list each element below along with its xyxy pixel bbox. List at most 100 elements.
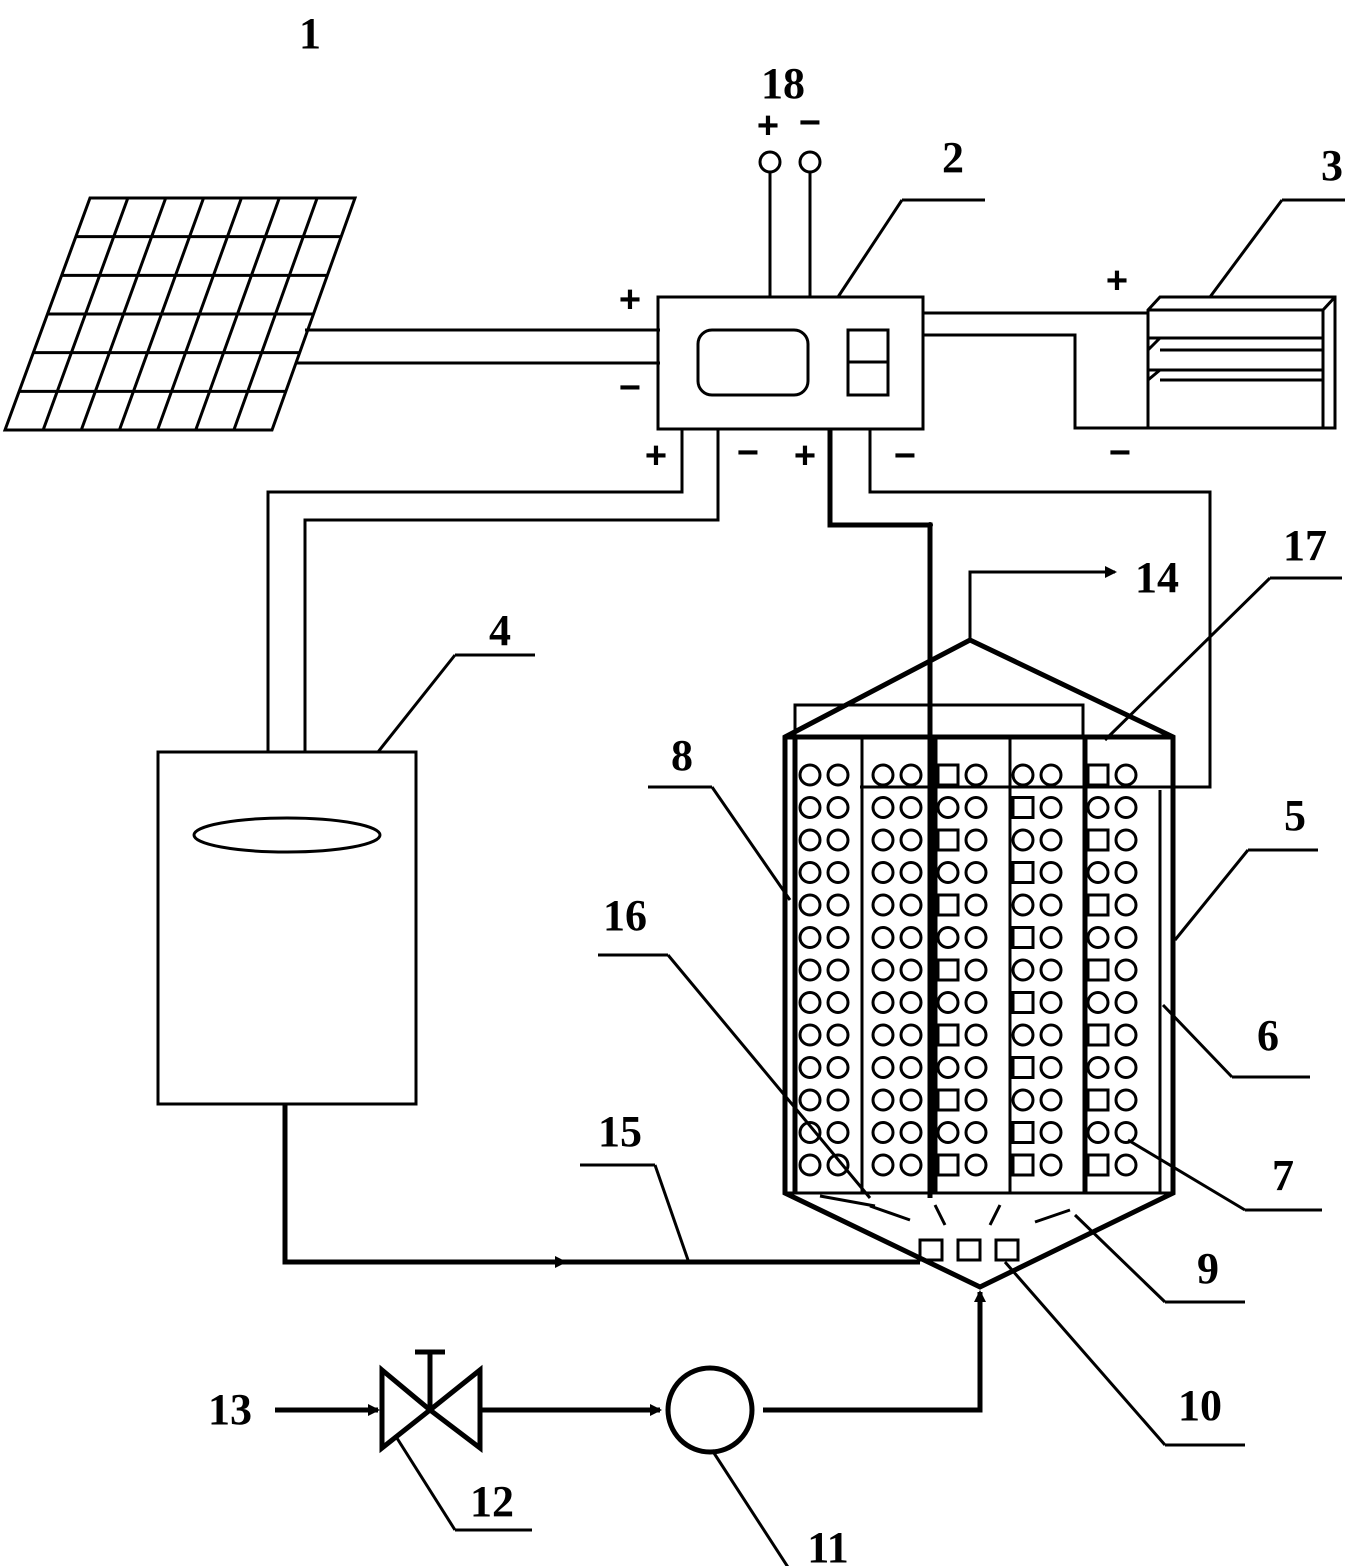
label-10: 10 (1178, 1381, 1222, 1430)
packing-circle (964, 1121, 988, 1144)
sign-terminal-plus: + (757, 105, 779, 147)
label-18: 18 (761, 59, 805, 108)
packing-circle (964, 893, 988, 917)
packing-circle (798, 1023, 822, 1047)
packing-circle (826, 1121, 850, 1144)
packing-circle (871, 1056, 895, 1079)
leader-2 (836, 199, 904, 298)
panel-col-line (232, 197, 319, 431)
valve-right-cone (425, 1364, 483, 1454)
packing-circle (798, 1056, 822, 1079)
packing-circle (964, 958, 988, 982)
packing-square (1086, 763, 1110, 787)
packing-circle (1011, 1088, 1035, 1112)
packing-circle (964, 926, 988, 949)
label-4: 4 (489, 606, 511, 655)
leader-12 (393, 1434, 457, 1531)
sign-terminal-minus: − (799, 102, 821, 144)
packing-circle (964, 1023, 988, 1047)
packing-circle (964, 1153, 988, 1177)
label-12: 12 (470, 1477, 514, 1526)
packing-circle (871, 1153, 895, 1177)
label-13: 13 (208, 1385, 252, 1434)
battery-body (1146, 295, 1337, 430)
packing-circle (871, 1088, 895, 1112)
sign-panel-plus: + (619, 279, 641, 321)
packing-circle (826, 796, 850, 819)
packing-square (1011, 796, 1035, 819)
packing-circle (964, 861, 988, 884)
reactor-wire-negative (860, 429, 1212, 789)
packing-circle (798, 763, 822, 787)
packing-circle (871, 893, 895, 917)
aerator-3 (994, 1238, 1020, 1262)
terminal-negative (798, 150, 822, 174)
packing-circle (1114, 796, 1138, 819)
packing-circle (1039, 1121, 1063, 1144)
packing-circle (1039, 828, 1063, 852)
packing-circle (871, 1023, 895, 1047)
tank-wire-positive (266, 429, 684, 752)
panel-col-line (79, 197, 168, 431)
leader-16 (666, 954, 872, 1199)
packing-circle (1039, 958, 1063, 982)
packing-circle (1011, 958, 1035, 982)
leader-4 (376, 654, 457, 753)
leader-17 (1103, 576, 1272, 742)
battery (1146, 295, 1337, 430)
packing-circle (936, 991, 960, 1014)
packing-circle (826, 1153, 850, 1177)
packing-square (1086, 828, 1110, 852)
controller (656, 295, 925, 431)
packing-circle (798, 926, 822, 949)
sign-tank-minus: − (737, 432, 759, 474)
packing-circle (899, 1121, 923, 1144)
packing-circle (798, 991, 822, 1014)
packing-circle (936, 1056, 960, 1079)
packing-circle (964, 991, 988, 1014)
spray-line-1 (819, 1194, 876, 1208)
packing-square (936, 958, 960, 982)
packing-square (936, 828, 960, 852)
label-1: 1 (299, 9, 321, 58)
packing-circle (826, 958, 850, 982)
packing-circle (826, 1056, 850, 1079)
leader-11 (710, 1449, 790, 1566)
label-5: 5 (1284, 791, 1306, 840)
packing-square (1011, 991, 1035, 1014)
gas-outlet (968, 566, 1117, 640)
packing-square (936, 1088, 960, 1112)
packing-circle (871, 1121, 895, 1144)
label-11: 11 (807, 1523, 849, 1566)
packing-circle (1114, 1153, 1138, 1177)
feed-pipe (282, 1104, 920, 1265)
packing-circle (1114, 926, 1138, 949)
packing-square (936, 1023, 960, 1047)
leader-3 (1208, 199, 1284, 298)
tank-window (192, 816, 382, 854)
leader-7 (1127, 1138, 1246, 1212)
packing-circle (899, 926, 923, 949)
electrode-top-bus (793, 703, 1085, 737)
packing-circle (1114, 828, 1138, 852)
packing-circle (871, 958, 895, 982)
aerator-1 (918, 1238, 944, 1262)
controller-box (656, 295, 925, 431)
packing-circle (936, 926, 960, 949)
battery-line-5 (1146, 336, 1162, 352)
packing-circle (1114, 1023, 1138, 1047)
packing-circle (1114, 1088, 1138, 1112)
packing-circle (826, 893, 850, 917)
packing-media (798, 763, 1138, 1177)
packing-square (1086, 1023, 1110, 1047)
packing-circle (826, 828, 850, 852)
controller-display (696, 328, 810, 397)
packing-circle (936, 861, 960, 884)
packing-circle (899, 958, 923, 982)
packing-circle (964, 796, 988, 819)
solar-panel (2, 196, 358, 432)
packing-circle (798, 796, 822, 819)
packing-circle (798, 958, 822, 982)
packing-square (936, 893, 960, 917)
